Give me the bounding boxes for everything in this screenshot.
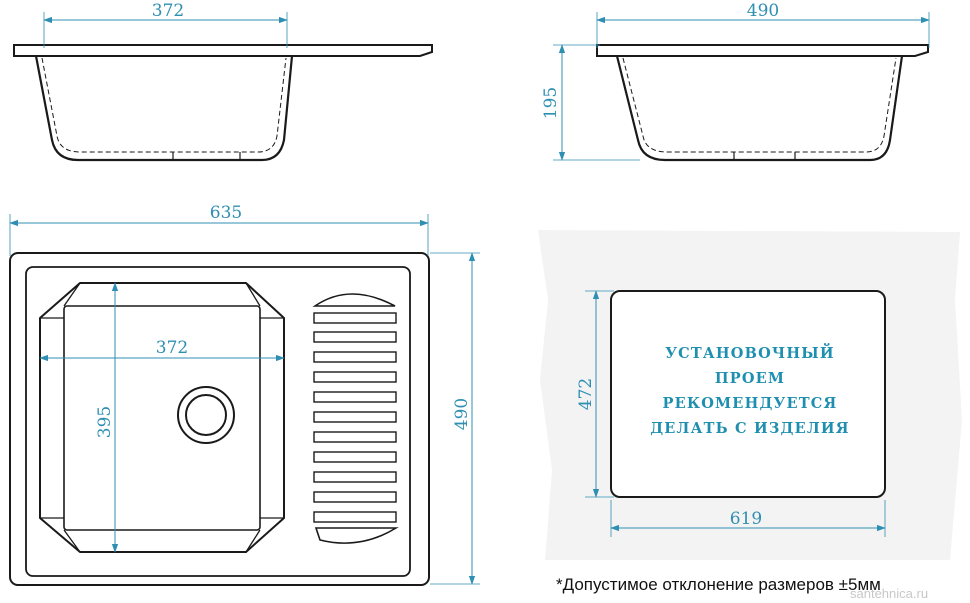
side-view-short — [596, 44, 929, 162]
drain-outer — [177, 386, 235, 444]
drainer-rib — [313, 371, 397, 383]
dim-label-cutout-height: 472 — [576, 378, 596, 410]
drainer-rib — [313, 351, 397, 363]
cutout-note-line-2: ПРОЕМ — [715, 370, 785, 387]
drainer-bottom-cap — [314, 527, 399, 544]
drainer-rib — [313, 451, 397, 463]
dim-label-side1-width: 372 — [152, 1, 184, 21]
side-view-long-rim — [13, 44, 433, 57]
side-view-short-rim — [596, 44, 929, 57]
cutout-note-line-3: РЕКОМЕНДУЕТСЯ — [662, 395, 837, 412]
drainer-rib — [313, 331, 397, 343]
drainer-rib — [313, 391, 397, 403]
dim-label-overall-depth: 490 — [452, 398, 472, 430]
cutout-note-line-1: УСТАНОВОЧНЫЙ — [665, 343, 835, 362]
drainer-top-cap — [312, 293, 396, 307]
drainer-rib — [313, 431, 397, 443]
drainer-rib — [313, 491, 397, 503]
dim-label-side2-width: 490 — [747, 1, 779, 21]
top-view-outer-rim — [9, 252, 430, 586]
watermark: santehnica.ru — [850, 586, 929, 601]
side-view-short-bowl — [615, 55, 904, 162]
dim-label-bowl-depth: 395 — [95, 406, 115, 438]
cutout-rectangle — [610, 290, 886, 498]
drain-inner — [185, 394, 227, 436]
side-view-long-drain — [172, 152, 241, 160]
dim-label-bowl-width: 372 — [156, 338, 188, 358]
drainer-rib — [313, 511, 397, 523]
bowl-floor — [63, 305, 261, 531]
dim-label-height: 195 — [541, 87, 561, 119]
side-view-long-bowl — [34, 55, 294, 162]
drainer-rib — [313, 312, 397, 324]
top-view — [9, 252, 430, 586]
top-view-inner-rim — [25, 266, 411, 577]
cutout-note-line-4: ДЕЛАТЬ С ИЗДЕЛИЯ — [650, 420, 850, 437]
drainer-rib — [313, 471, 397, 483]
side-view-long-bowl-inner — [41, 57, 287, 153]
dim-label-overall-width: 635 — [210, 203, 242, 223]
drainer-rib — [313, 411, 397, 423]
side-view-short-drain — [733, 152, 796, 160]
side-view-short-bowl-inner — [622, 57, 897, 153]
tolerance-footnote: *Допустимое отклонение размеров ±5мм — [556, 575, 881, 594]
dim-label-cutout-width: 619 — [730, 509, 762, 529]
side-view-long — [13, 44, 433, 162]
